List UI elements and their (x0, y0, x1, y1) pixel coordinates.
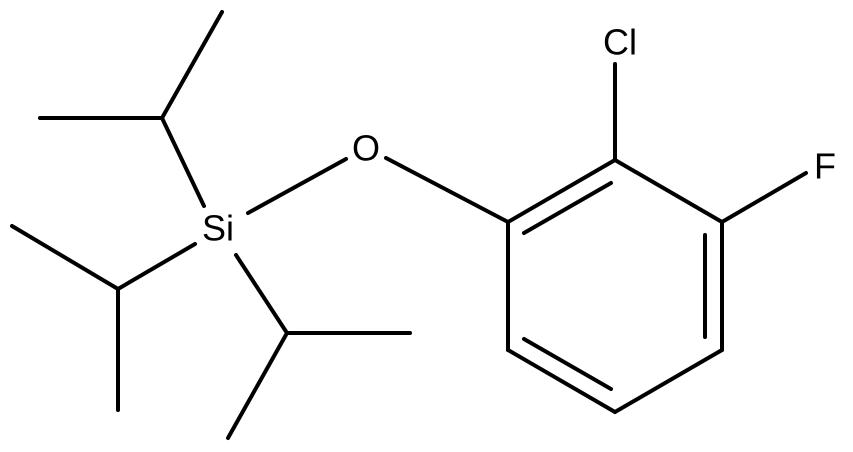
bond-si-ch-bottom (234, 253, 289, 335)
bond-c5-c6-inner (522, 337, 613, 391)
bond-c1-c2-inner (522, 181, 613, 235)
atom-label-si: Si (202, 208, 234, 249)
bond-c5-c6 (506, 348, 617, 414)
atom-label-f: F (814, 146, 836, 187)
bond-ch-me-top-right (160, 10, 224, 120)
bond-c1-c2 (506, 158, 617, 224)
isopropyl-bottom (226, 253, 412, 440)
isopropyl-left (10, 224, 197, 412)
bond-c3-f (720, 171, 808, 224)
bond-si-ch-left (116, 242, 197, 291)
bond-c1-o (384, 156, 510, 224)
bond-o-si (246, 157, 348, 215)
atom-label-cl: Cl (603, 22, 637, 63)
bond-c2-c3 (613, 158, 724, 224)
benzene-ring (506, 158, 724, 414)
bond-c4-c5 (613, 348, 724, 414)
isopropyl-top (38, 10, 224, 208)
bond-ch-me-bottom-down (226, 331, 289, 440)
bond-si-ch-top (160, 116, 206, 208)
bond-ch-me-left-up (10, 224, 120, 291)
atom-label-o: O (352, 128, 380, 169)
